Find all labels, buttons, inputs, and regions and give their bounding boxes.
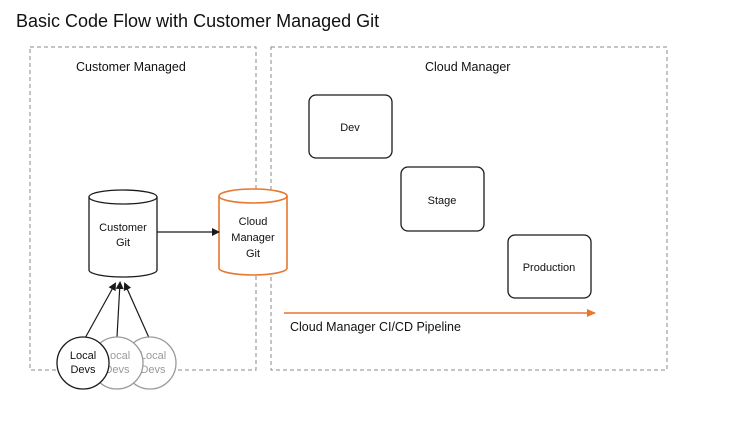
local-devs-1-line2: Devs	[70, 364, 96, 376]
dev-label: Dev	[340, 122, 360, 134]
stage-environment: Stage	[400, 166, 485, 232]
stage-label: Stage	[428, 195, 457, 207]
local-devs-3-line1: Local	[140, 350, 166, 362]
stage-box	[400, 166, 485, 232]
local-devs-2-line1: Local	[104, 350, 130, 362]
dev-arrow-2	[115, 281, 124, 338]
local-devs-3-line2: Devs	[140, 364, 166, 376]
diagram-title: Basic Code Flow with Customer Managed Gi…	[16, 11, 379, 31]
dev-arrow-3	[123, 282, 151, 341]
cloud-manager-git-label-line3: Git	[246, 248, 260, 260]
cloud-manager-title: Cloud Manager	[425, 60, 510, 74]
customer-git-label-line2: Git	[116, 237, 130, 249]
dev-box	[308, 94, 393, 159]
customer-git-top	[88, 189, 158, 205]
cloud-manager-git-label-line1: Cloud	[239, 216, 268, 228]
local-devs-2-line2: Devs	[104, 364, 130, 376]
cloud-manager-git-node: Cloud Manager Git	[218, 188, 288, 276]
production-box	[507, 234, 592, 299]
local-devs-1-line1: Local	[70, 350, 96, 362]
cloud-manager-git-top	[218, 188, 288, 204]
customer-managed-title: Customer Managed	[76, 60, 186, 74]
cloud-manager-git-body	[218, 196, 288, 276]
customer-git-body	[88, 197, 158, 278]
dev-arrow-1	[83, 282, 116, 341]
dev-environment: Dev	[308, 94, 393, 159]
customer-git-node: Customer Git	[88, 189, 158, 278]
local-devs-1: Local Devs	[56, 336, 110, 390]
production-label: Production	[523, 262, 576, 274]
production-environment: Production	[507, 234, 592, 299]
cloud-manager-git-label-line2: Manager	[231, 232, 275, 244]
customer-git-label-line1: Customer	[99, 222, 147, 234]
pipeline-label: Cloud Manager CI/CD Pipeline	[290, 320, 461, 334]
local-devs-circle-1	[56, 336, 110, 390]
